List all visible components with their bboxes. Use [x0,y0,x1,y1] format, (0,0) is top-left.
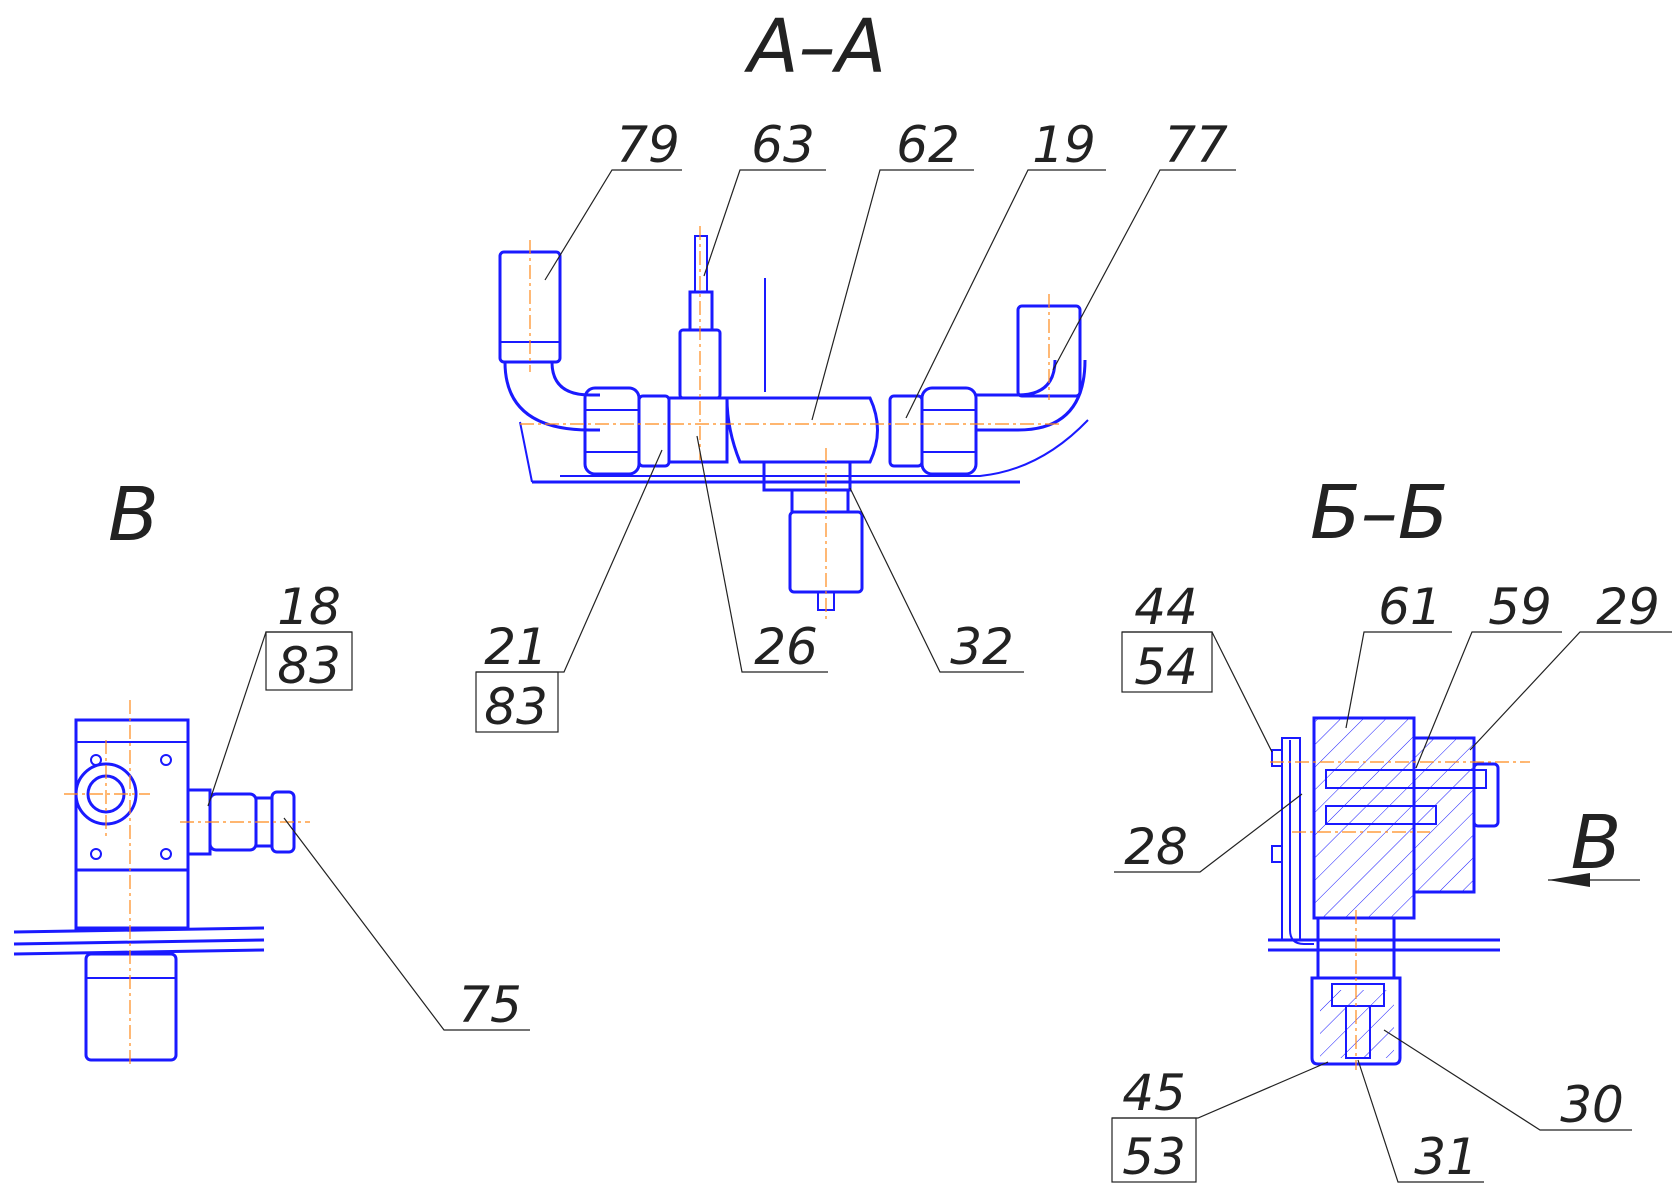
callout-79: 79 [616,116,680,174]
callout-61: 61 [1378,578,1442,636]
callout-53: 53 [1122,1128,1186,1186]
callout-75: 75 [458,976,522,1034]
view-arrow-letter: В [1571,800,1622,886]
callout-83-v: 83 [277,637,341,695]
callout-19: 19 [1032,116,1096,174]
v-leaders [207,631,530,1031]
callout-31: 31 [1414,1128,1478,1186]
callout-29: 29 [1596,578,1660,636]
callout-54: 54 [1134,638,1198,696]
callout-77: 77 [1164,116,1228,174]
callout-45: 45 [1122,1064,1186,1122]
callout-59: 59 [1488,578,1552,636]
callout-44: 44 [1134,578,1198,636]
callout-30: 30 [1560,1076,1624,1134]
callout-18: 18 [277,578,341,636]
callout-32: 32 [950,618,1014,676]
view-title-aa: А–А [744,4,886,90]
callout-83: 83 [484,678,548,736]
view-bb [1268,716,1530,1070]
view-direction-arrow [1548,873,1640,887]
aa-leaders [475,169,1236,733]
callout-28: 28 [1124,818,1188,876]
callout-21: 21 [484,618,548,676]
callout-62: 62 [896,116,960,174]
view-aa [498,226,1089,620]
callout-26: 26 [754,618,818,676]
view-v [13,700,310,1068]
view-title-bb: Б–Б [1310,470,1449,556]
callout-63: 63 [751,116,815,174]
bb-leaders [1111,631,1672,1183]
view-title-v: В [108,472,159,558]
